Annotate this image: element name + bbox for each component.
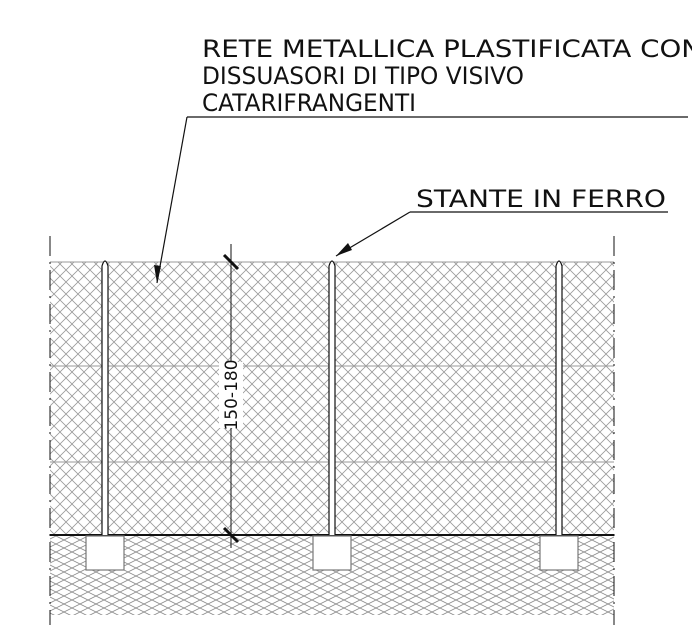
net-label-line-1: RETE METALLICA PLASTIFICATA CON xyxy=(202,35,692,63)
net-leader xyxy=(154,116,688,284)
post-footing-3 xyxy=(539,535,579,571)
post-footing-2 xyxy=(312,535,352,571)
height-dimension: 150-180 xyxy=(219,244,243,548)
post-footing-1 xyxy=(85,535,125,571)
dimension-text: 150-180 xyxy=(222,359,242,430)
post-leader xyxy=(335,211,668,257)
post-label: STANTE IN FERRO xyxy=(416,185,666,213)
net-label-line-3: CATARIFRANGENTI xyxy=(202,89,416,117)
iron-post-2 xyxy=(328,260,336,535)
iron-post-3 xyxy=(555,260,563,535)
iron-post-1 xyxy=(101,260,109,535)
net-label-line-2: DISSUASORI DI TIPO VISIVO xyxy=(202,62,524,90)
